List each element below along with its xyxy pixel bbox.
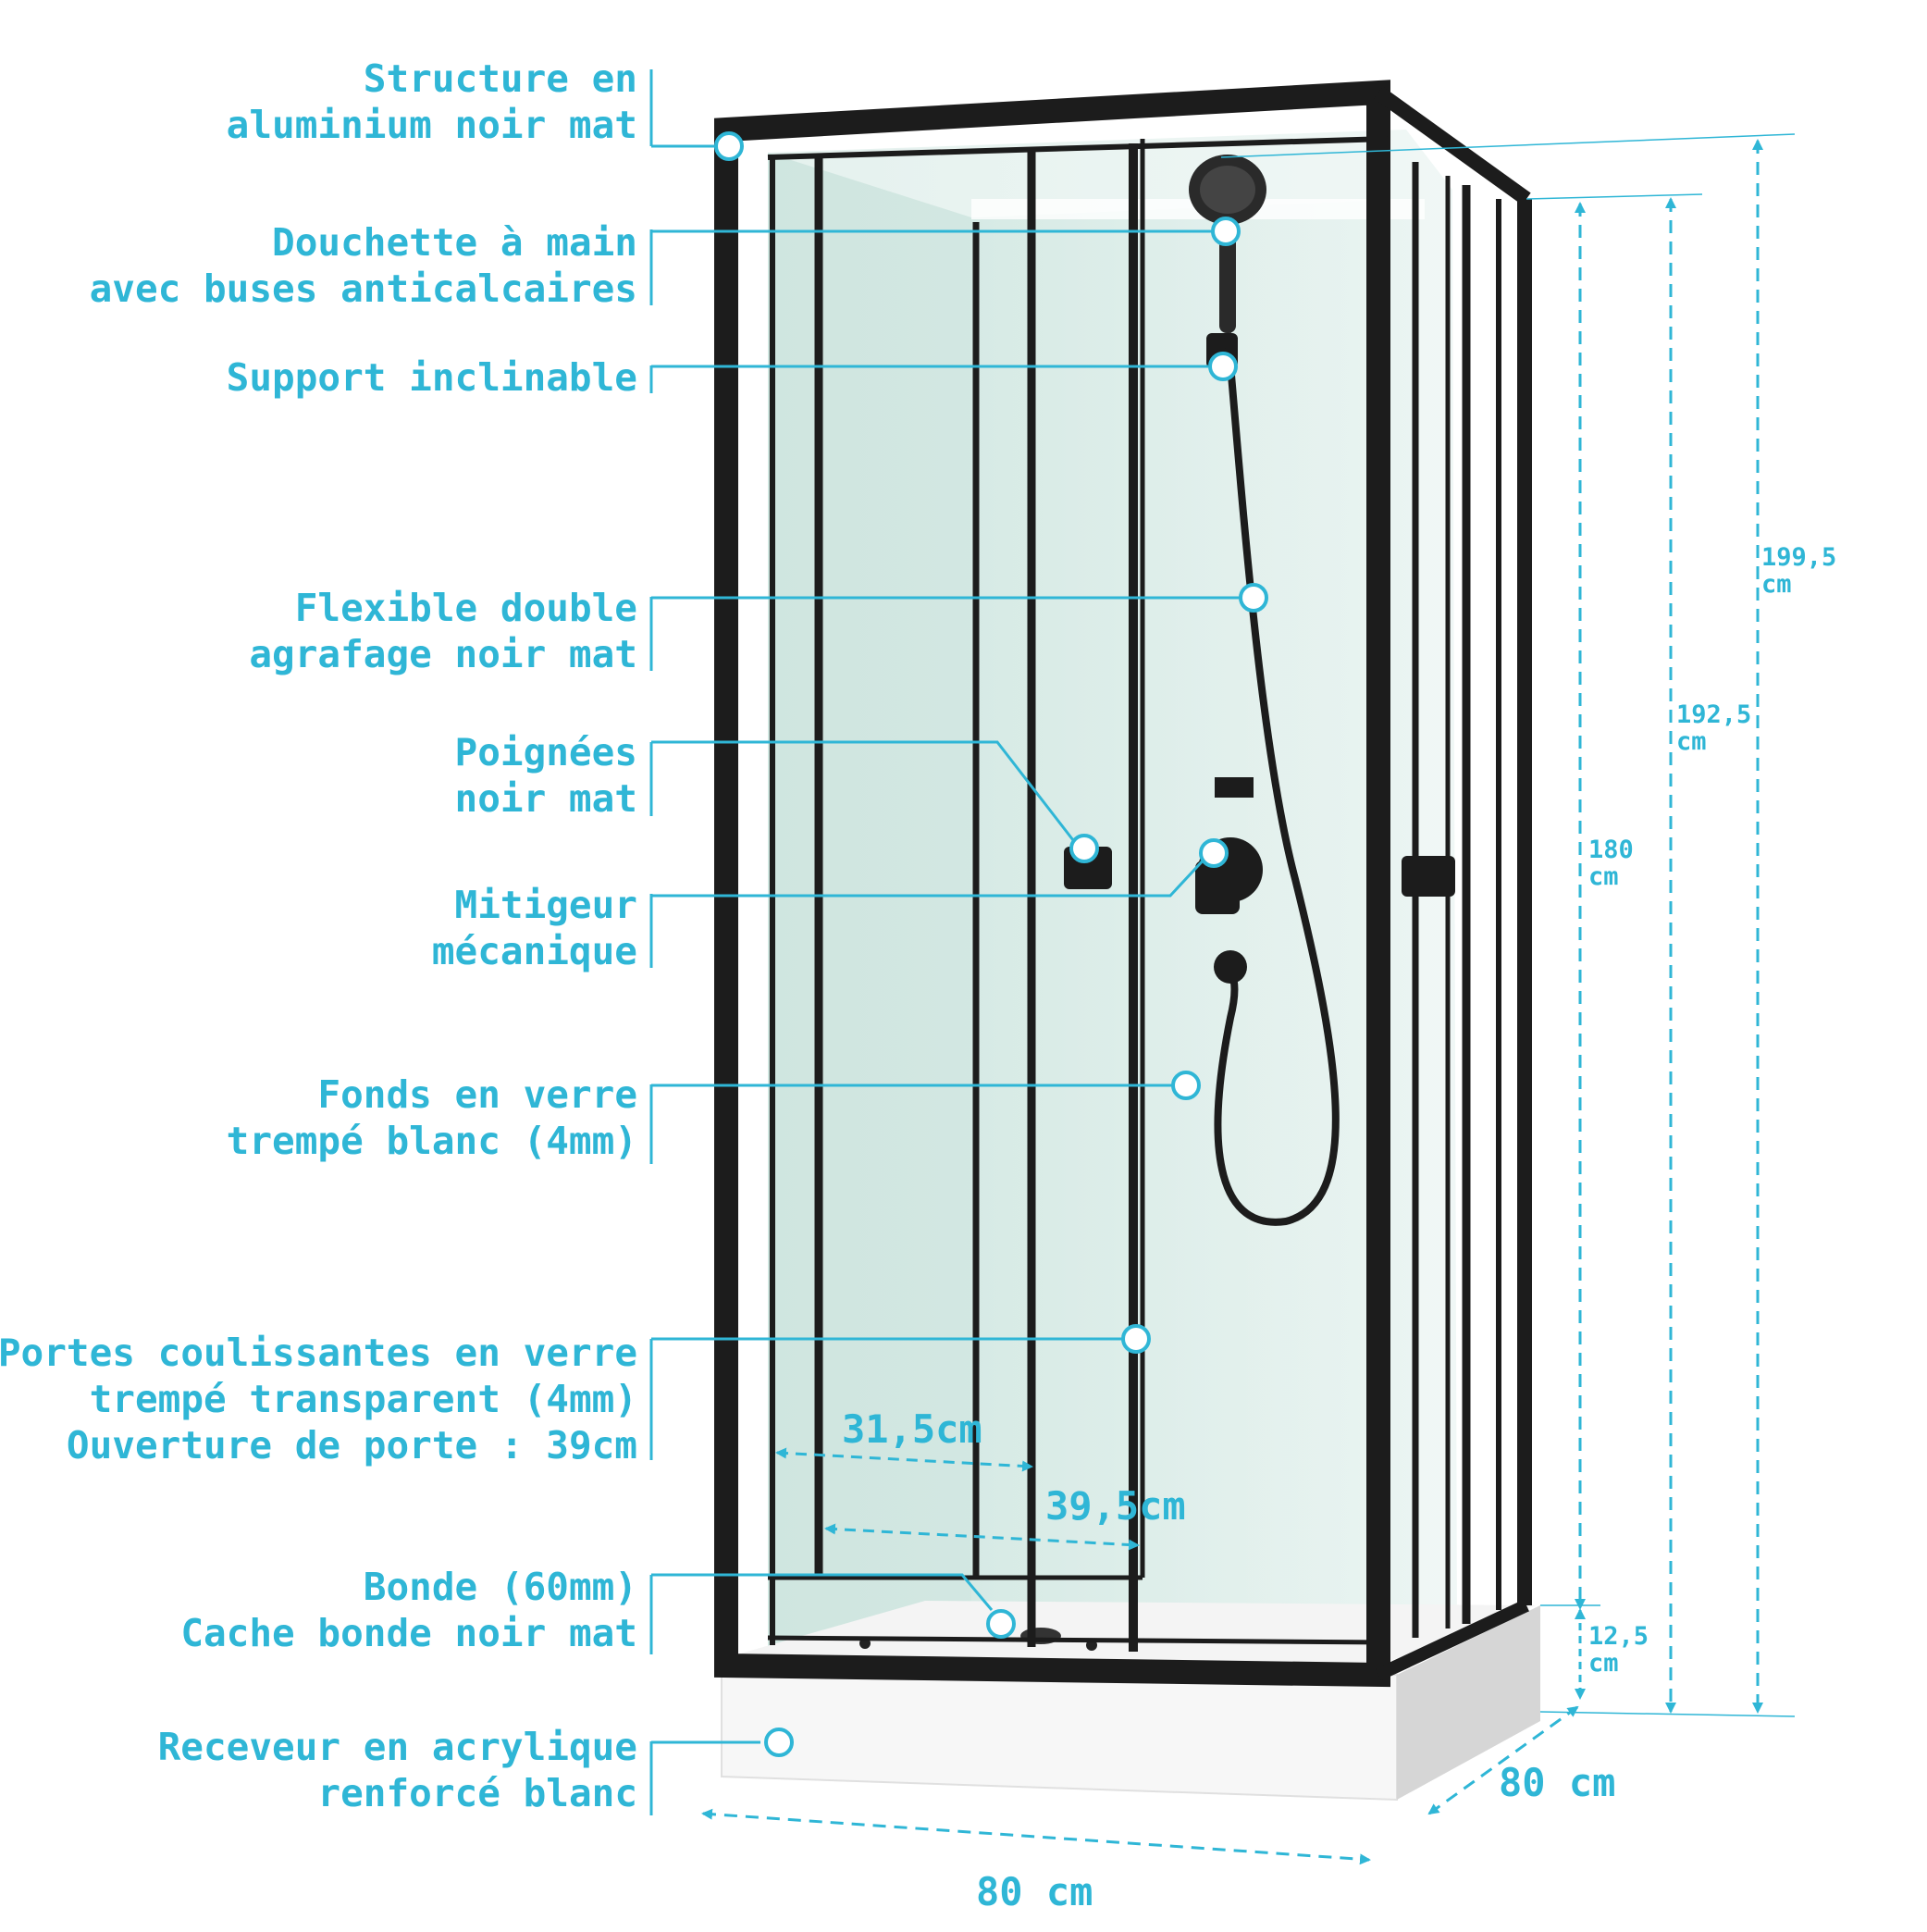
dim-label-height-total-value: 199,5 bbox=[1761, 543, 1837, 572]
label-portes-line-1: Portes coulissantes en verre bbox=[0, 1331, 637, 1375]
label-mitigeur: Mitigeur mécanique bbox=[432, 882, 637, 974]
label-structure-line-2: aluminium noir mat bbox=[226, 103, 637, 147]
dim-label-width: 80 cm bbox=[976, 1869, 1093, 1914]
circle-marker-icon bbox=[1069, 834, 1099, 863]
label-support-line-1: Support inclinable bbox=[226, 355, 637, 400]
cabin bbox=[714, 80, 1540, 1802]
label-douchette-line-1: Douchette à main bbox=[272, 220, 637, 265]
label-poignees-line-1: Poignées bbox=[454, 730, 637, 774]
label-flexible: Flexible double agrafage noir mat bbox=[249, 585, 637, 677]
label-flexible-line-2: agrafage noir mat bbox=[249, 632, 637, 676]
dimension-lines bbox=[701, 133, 1796, 1865]
label-receveur: Receveur en acrylique renforcé blanc bbox=[158, 1724, 637, 1816]
front-glass bbox=[768, 130, 1457, 1666]
label-douchette-line-2: avec buses anticalcaires bbox=[89, 266, 637, 311]
leader-flexible bbox=[649, 596, 1241, 671]
label-bonde-line-1: Bonde (60mm) bbox=[363, 1565, 637, 1609]
label-bonde-line-2: Cache bonde noir mat bbox=[180, 1611, 637, 1655]
dim-door-outer bbox=[824, 1523, 1140, 1551]
dim-label-height-glass-unit: cm bbox=[1588, 862, 1619, 891]
dim-label-tray-height-value: 12,5 bbox=[1588, 1622, 1649, 1651]
leader-bonde bbox=[649, 1573, 994, 1654]
ext-bottom bbox=[1539, 1711, 1796, 1717]
circle-marker-icon bbox=[986, 1609, 1016, 1639]
mixer-lever bbox=[1195, 861, 1240, 914]
dim-label-height-total: 199,5 cm bbox=[1761, 544, 1836, 598]
dim-label-height-glass: 180 cm bbox=[1588, 836, 1634, 890]
frame-top-inner bbox=[767, 136, 1389, 160]
label-bonde: Bonde (60mm) Cache bonde noir mat bbox=[180, 1564, 637, 1656]
circle-marker-icon bbox=[1239, 583, 1268, 613]
dim-label-tray-height: 12,5 cm bbox=[1588, 1623, 1649, 1677]
label-mitigeur-line-2: mécanique bbox=[431, 929, 637, 973]
hose-outlet bbox=[1214, 950, 1247, 984]
dim-label-tray-height-unit: cm bbox=[1588, 1649, 1619, 1678]
label-flexible-line-1: Flexible double bbox=[294, 586, 637, 630]
circle-marker-icon bbox=[764, 1728, 794, 1757]
shower-handle bbox=[1219, 222, 1236, 333]
dim-label-height-cabin-value: 192,5 bbox=[1676, 700, 1752, 729]
side-door-handle bbox=[1402, 856, 1455, 897]
leader-poignees bbox=[649, 740, 1075, 841]
circle-marker-icon bbox=[1208, 352, 1238, 381]
label-fonds-line-2: trempé blanc (4mm) bbox=[226, 1119, 637, 1163]
label-portes-line-3: Ouverture de porte : 39cm bbox=[66, 1423, 637, 1468]
label-receveur-line-1: Receveur en acrylique bbox=[157, 1725, 637, 1769]
frame-bottom-inner bbox=[767, 1635, 1389, 1645]
frame-bottom-right bbox=[1376, 1599, 1529, 1681]
label-structure-line-1: Structure en bbox=[363, 56, 637, 101]
label-structure: Structure en aluminium noir mat bbox=[227, 56, 637, 148]
dim-label-door-outer: 39,5cm bbox=[1045, 1483, 1186, 1529]
leader-douchette bbox=[649, 229, 1212, 305]
leader-structure bbox=[649, 69, 718, 148]
frame-top-right bbox=[1374, 86, 1531, 205]
leader-fonds bbox=[649, 1084, 1175, 1164]
label-poignees: Poignées noir mat bbox=[455, 729, 637, 822]
label-douchette: Douchette à main avec buses anticalcaire… bbox=[90, 219, 637, 312]
dim-label-height-cabin-unit: cm bbox=[1676, 727, 1707, 756]
circle-marker-icon bbox=[1171, 1071, 1201, 1100]
circle-marker-icon bbox=[714, 131, 744, 161]
circle-marker-icon bbox=[1199, 838, 1229, 868]
dim-door-inner bbox=[775, 1447, 1033, 1472]
label-portes-line-2: trempé transparent (4mm) bbox=[89, 1377, 637, 1421]
circle-marker-icon bbox=[1211, 217, 1241, 246]
shower-head-face bbox=[1200, 166, 1255, 214]
label-portes: Portes coulissantes en verre trempé tran… bbox=[0, 1330, 637, 1468]
leader-support bbox=[649, 365, 1208, 393]
dim-label-door-inner: 31,5cm bbox=[842, 1406, 982, 1452]
label-poignees-line-2: noir mat bbox=[454, 776, 637, 821]
dim-depth bbox=[1427, 1705, 1579, 1815]
callout-markers bbox=[714, 131, 1268, 1757]
dim-label-height-glass-value: 180 bbox=[1588, 836, 1634, 864]
callout-leaders bbox=[649, 69, 1241, 1815]
label-mitigeur-line-1: Mitigeur bbox=[454, 883, 637, 927]
dim-label-height-cabin: 192,5 cm bbox=[1676, 701, 1751, 755]
leader-receveur bbox=[649, 1740, 760, 1815]
label-fonds-line-1: Fonds en verre bbox=[317, 1072, 637, 1117]
leader-mitigeur bbox=[649, 854, 1209, 968]
ext-top-cabin bbox=[1526, 193, 1703, 200]
dim-label-depth: 80 cm bbox=[1499, 1760, 1616, 1805]
leader-portes bbox=[649, 1337, 1125, 1460]
label-support: Support inclinable bbox=[227, 354, 637, 401]
circle-marker-icon bbox=[1121, 1324, 1151, 1354]
dim-label-height-total-unit: cm bbox=[1761, 570, 1792, 599]
dim-width bbox=[701, 1808, 1371, 1865]
shower-tray-front bbox=[721, 1664, 1398, 1802]
brand-plate-icon bbox=[1215, 777, 1254, 798]
label-receveur-line-2: renforcé blanc bbox=[317, 1771, 637, 1815]
label-fonds: Fonds en verre trempé blanc (4mm) bbox=[227, 1071, 637, 1164]
ext-top-total bbox=[1220, 133, 1796, 158]
